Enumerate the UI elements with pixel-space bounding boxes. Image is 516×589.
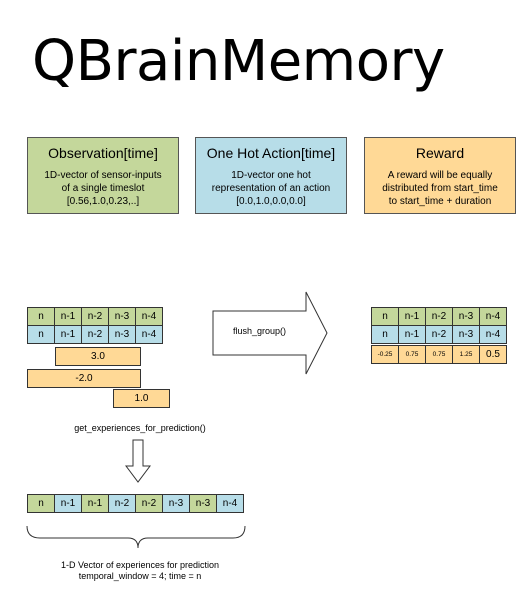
reward-text: A reward will be equally distributed fro… — [382, 170, 498, 207]
grid-cell: -0.25 — [371, 345, 399, 364]
vector-cell: n-1 — [54, 494, 82, 513]
grid-cell: n-4 — [135, 325, 163, 344]
grid-cell: n-1 — [54, 325, 82, 344]
vector-cell: n-4 — [216, 494, 244, 513]
left-observation-row: n n-1 n-2 n-3 n-4 — [27, 307, 163, 326]
reward-heading: Reward — [415, 145, 465, 161]
vector-cell: n-2 — [108, 494, 136, 513]
right-observation-row: n n-1 n-2 n-3 n-4 — [371, 307, 507, 326]
reward-bar: 3.0 — [55, 347, 141, 366]
page-title: QBrainMemory — [32, 29, 445, 94]
right-arrow-icon — [212, 291, 328, 375]
vector-cell: n-2 — [135, 494, 163, 513]
down-arrow-icon — [125, 439, 151, 483]
vector-cell: n-3 — [189, 494, 217, 513]
grid-cell: n-3 — [452, 325, 480, 344]
caption-line: temporal_window = 4; time = n — [78, 571, 202, 581]
experience-vector: n n-1 n-1 n-2 n-2 n-3 n-3 n-4 — [27, 494, 244, 513]
observation-heading: Observation[time] — [48, 145, 158, 161]
grid-cell: n-1 — [398, 307, 426, 326]
grid-cell: n-1 — [398, 325, 426, 344]
observation-text: 1D-vector of sensor-inputs of a single t… — [44, 170, 162, 207]
action-box: One Hot Action[time] 1D-vector one hot r… — [195, 137, 347, 214]
grid-cell: n — [371, 325, 399, 344]
grid-cell: n-4 — [479, 307, 507, 326]
observation-box: Observation[time] 1D-vector of sensor-in… — [27, 137, 179, 214]
reward-box: Reward A reward will be equally distribu… — [364, 137, 516, 214]
action-heading: One Hot Action[time] — [206, 145, 336, 161]
grid-cell: n-4 — [479, 325, 507, 344]
vector-caption: 1-D Vector of experiences for prediction… — [20, 560, 260, 582]
brace-icon — [26, 525, 246, 549]
reward-bar: -2.0 — [27, 369, 141, 388]
grid-cell: n-4 — [135, 307, 163, 326]
vector-cell: n-3 — [162, 494, 190, 513]
grid-cell: 0.5 — [479, 345, 507, 364]
flush-label: flush_group() — [232, 326, 287, 336]
grid-cell: 1.25 — [452, 345, 480, 364]
left-action-row: n n-1 n-2 n-3 n-4 — [27, 325, 163, 344]
prediction-label: get_experiences_for_prediction() — [74, 423, 206, 433]
grid-cell: n — [371, 307, 399, 326]
grid-cell: n-3 — [452, 307, 480, 326]
reward-bar: 1.0 — [113, 389, 170, 408]
right-reward-row: -0.25 0.75 0.75 1.25 0.5 — [371, 345, 507, 364]
grid-cell: n-2 — [425, 307, 453, 326]
right-action-row: n n-1 n-2 n-3 n-4 — [371, 325, 507, 344]
vector-cell: n-1 — [81, 494, 109, 513]
vector-cell: n — [27, 494, 55, 513]
grid-cell: 0.75 — [398, 345, 426, 364]
action-text: 1D-vector one hot representation of an a… — [211, 170, 331, 207]
caption-line: 1-D Vector of experiences for prediction — [60, 560, 220, 570]
grid-cell: 0.75 — [425, 345, 453, 364]
grid-cell: n-2 — [425, 325, 453, 344]
